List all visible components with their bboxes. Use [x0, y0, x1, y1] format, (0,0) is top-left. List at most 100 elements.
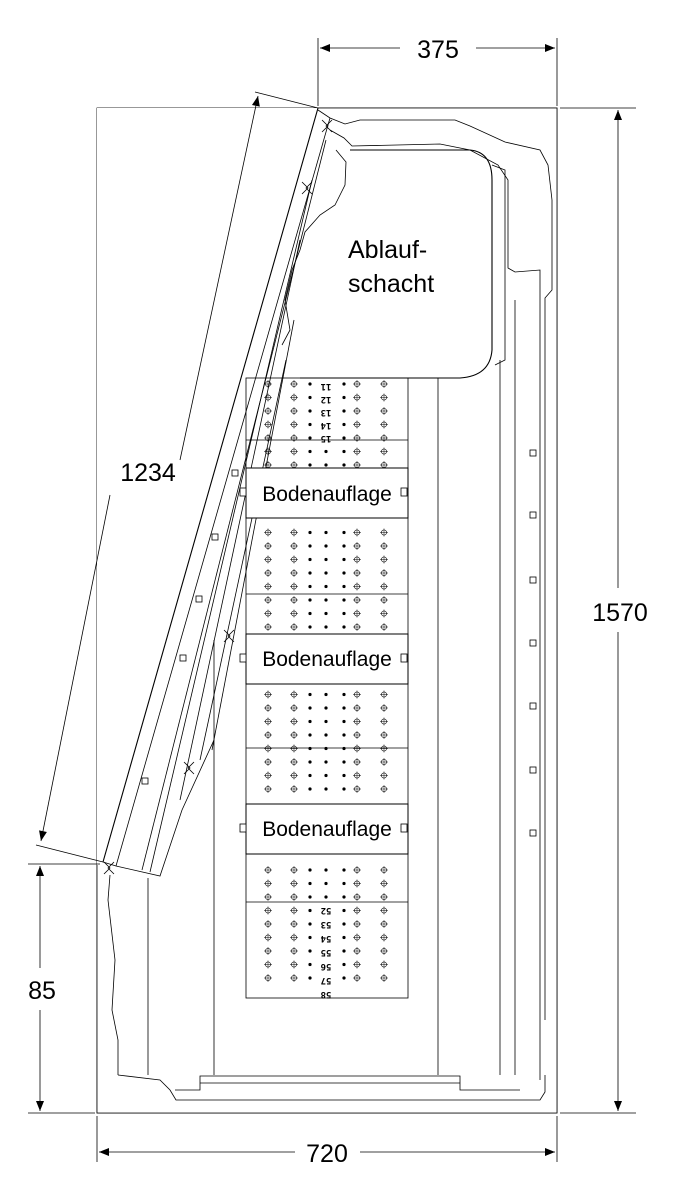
rail-hole-cross: [353, 731, 361, 739]
rail-hole-cross: [380, 785, 388, 793]
rail-hole-cross: [353, 947, 361, 955]
rail-slot: [324, 463, 328, 467]
rail-slot: [342, 962, 346, 967]
rail-hole-cross: [353, 758, 361, 766]
rail-hole-cross: [353, 380, 361, 388]
rail-slot: [308, 692, 312, 697]
rail-slot: [324, 881, 328, 886]
rail-slot: [342, 746, 346, 751]
rail-hole-cross: [353, 434, 361, 442]
rail-slot: [324, 598, 328, 602]
dimension-top-width: 375: [317, 36, 558, 106]
rail-hole-cross: [290, 528, 298, 537]
rail-hole-cross: [353, 744, 361, 753]
rail-slot: [342, 908, 346, 913]
rail-slot: [342, 773, 346, 778]
rail-hole-cross: [264, 447, 272, 456]
rail-hole-cross: [380, 582, 388, 591]
rail-hole-cross: [290, 771, 298, 780]
rail-slot: [342, 881, 346, 886]
hole-grid: [264, 380, 388, 982]
rail-number: 52: [321, 905, 332, 915]
rail-hole-cross: [380, 555, 388, 564]
rail-number: 13: [321, 407, 332, 417]
rail-slot: [324, 773, 328, 778]
glass-bracket-marks: [103, 119, 333, 875]
rail-hole-cross: [380, 447, 388, 456]
rail-slot: [342, 382, 346, 386]
rail-hole-cross: [290, 582, 298, 591]
rail-hole-cross: [380, 690, 388, 699]
rail-hole-cross: [380, 906, 388, 915]
drain-shaft-label: Ablauf- schacht: [348, 236, 434, 298]
rail-slot: [342, 422, 346, 427]
rail-hole-cross: [264, 933, 272, 942]
rail-number: 12: [321, 394, 332, 404]
rail-hole-cross: [353, 960, 361, 969]
rail-number: 11: [321, 381, 332, 391]
rail-hole-cross: [353, 393, 361, 402]
rail-hole-cross: [353, 690, 361, 699]
rail-hole-cross: [380, 744, 388, 753]
rail-slot: [324, 544, 328, 548]
rail-hole-cross: [353, 623, 361, 631]
rail-hole-cross: [264, 582, 272, 591]
rail-slot: [324, 746, 328, 751]
rail-slot: [308, 733, 312, 737]
rail-hole-cross: [290, 744, 298, 753]
rail-slot: [342, 449, 346, 454]
rail-hole-cross: [353, 771, 361, 780]
rail-slot: [324, 733, 328, 737]
rail-hole-cross: [290, 704, 298, 712]
shelf-support-2: Bodenauflage: [239, 633, 409, 685]
rail-hole-cross: [264, 555, 272, 564]
rail-slot: [342, 949, 346, 953]
rail-slot: [308, 719, 312, 724]
rail-slot: [342, 895, 346, 899]
shelf-support-label: Bodenauflage: [262, 483, 392, 506]
rail-hole-cross: [380, 704, 388, 712]
rail-hole-cross: [353, 920, 361, 928]
shelf-support-3: Bodenauflage: [239, 803, 409, 855]
rail-slot: [308, 382, 312, 386]
rail-hole-cross: [380, 920, 388, 928]
rail-hole-cross: [353, 555, 361, 564]
rail-slot: [308, 908, 312, 913]
rail-hole-cross: [290, 555, 298, 564]
rail-slot: [342, 611, 346, 616]
rail-slot: [324, 625, 328, 629]
rail-hole-cross: [264, 771, 272, 780]
rail-slot: [324, 706, 328, 710]
rail-hole-cross: [290, 434, 298, 442]
cabinet-outline: [96, 107, 558, 1114]
rail-slot: [308, 760, 312, 764]
rail-hole-cross: [353, 596, 361, 604]
rail-hole-cross: [290, 447, 298, 456]
rail-slot: [308, 598, 312, 602]
rail-slot: [308, 746, 312, 751]
rail-hole-cross: [290, 717, 298, 726]
rail-hole-cross: [380, 380, 388, 388]
rail-hole-cross: [264, 893, 272, 901]
rail-hole-cross: [380, 434, 388, 442]
rail-slot: [342, 935, 346, 940]
rail-hole-cross: [290, 893, 298, 901]
rail-hole-cross: [353, 906, 361, 915]
rail-hole-cross: [380, 947, 388, 955]
rail-slot: [342, 598, 346, 602]
rail-slot: [324, 760, 328, 764]
rail-slot: [342, 868, 346, 872]
rail-hole-cross: [380, 528, 388, 537]
rail-slot: [308, 881, 312, 886]
rail-hole-cross: [380, 974, 388, 982]
rail-slot: [324, 530, 328, 535]
rail-slot: [324, 692, 328, 697]
rail-hole-cross: [290, 731, 298, 739]
rail-hole-cross: [290, 569, 298, 577]
rail-hole-cross: [264, 960, 272, 969]
drain-label-line1: Ablauf-: [348, 236, 427, 264]
rail-slot: [308, 530, 312, 535]
rail-slot: [324, 557, 328, 562]
rail-hole-cross: [353, 447, 361, 456]
rail-hole-cross: [264, 758, 272, 766]
